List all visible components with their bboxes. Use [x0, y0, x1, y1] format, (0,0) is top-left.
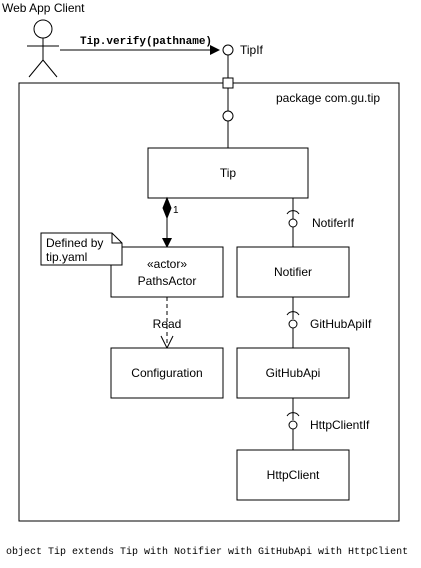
paths-actor-component	[110, 246, 224, 298]
actor-label: Web App Client	[2, 1, 85, 15]
note-line1: Defined by	[46, 236, 103, 250]
composition-multiplicity: 1	[173, 205, 179, 216]
read-label: Read	[153, 317, 182, 331]
configuration-label: Configuration	[131, 366, 202, 380]
githubapiif-interface-icon	[288, 319, 298, 329]
notiferif-label: NotiferIf	[312, 216, 355, 230]
tip-component	[147, 147, 309, 199]
notifier-label: Notifier	[274, 265, 312, 279]
notiferif-socket	[286, 210, 300, 215]
notifier-component	[236, 246, 350, 298]
paths-actor-label: PathsActor	[138, 274, 197, 288]
tipif-interface-icon	[222, 44, 234, 56]
paths-actor-stereotype: «actor»	[147, 257, 187, 271]
configuration-component	[110, 347, 224, 399]
http-client-component	[236, 449, 350, 501]
footer-code: object Tip extends Tip with Notifier wit…	[6, 546, 408, 558]
github-api-label: GitHubApi	[266, 366, 321, 380]
tipif-label: TipIf	[240, 43, 264, 57]
httpclientif-interface-icon	[288, 420, 298, 430]
github-api-component	[236, 347, 350, 399]
tip-component-label: Tip	[220, 166, 237, 180]
note-shape	[40, 232, 123, 266]
actor-figure	[27, 19, 59, 78]
note-line2: tip.yaml	[46, 250, 87, 264]
package-label: package com.gu.tip	[276, 91, 380, 105]
http-client-label: HttpClient	[267, 468, 320, 482]
internal-interface-icon	[222, 110, 234, 122]
package-port	[222, 77, 234, 89]
githubapiif-label: GitHubApiIf	[310, 317, 372, 331]
note-fold	[111, 233, 122, 244]
notiferif-interface-icon	[288, 218, 298, 228]
call-label: Tip.verify(pathname)	[80, 36, 212, 48]
githubapiif-socket	[286, 311, 300, 316]
httpclientif-socket	[286, 412, 300, 417]
httpclientif-label: HttpClientIf	[310, 418, 370, 432]
